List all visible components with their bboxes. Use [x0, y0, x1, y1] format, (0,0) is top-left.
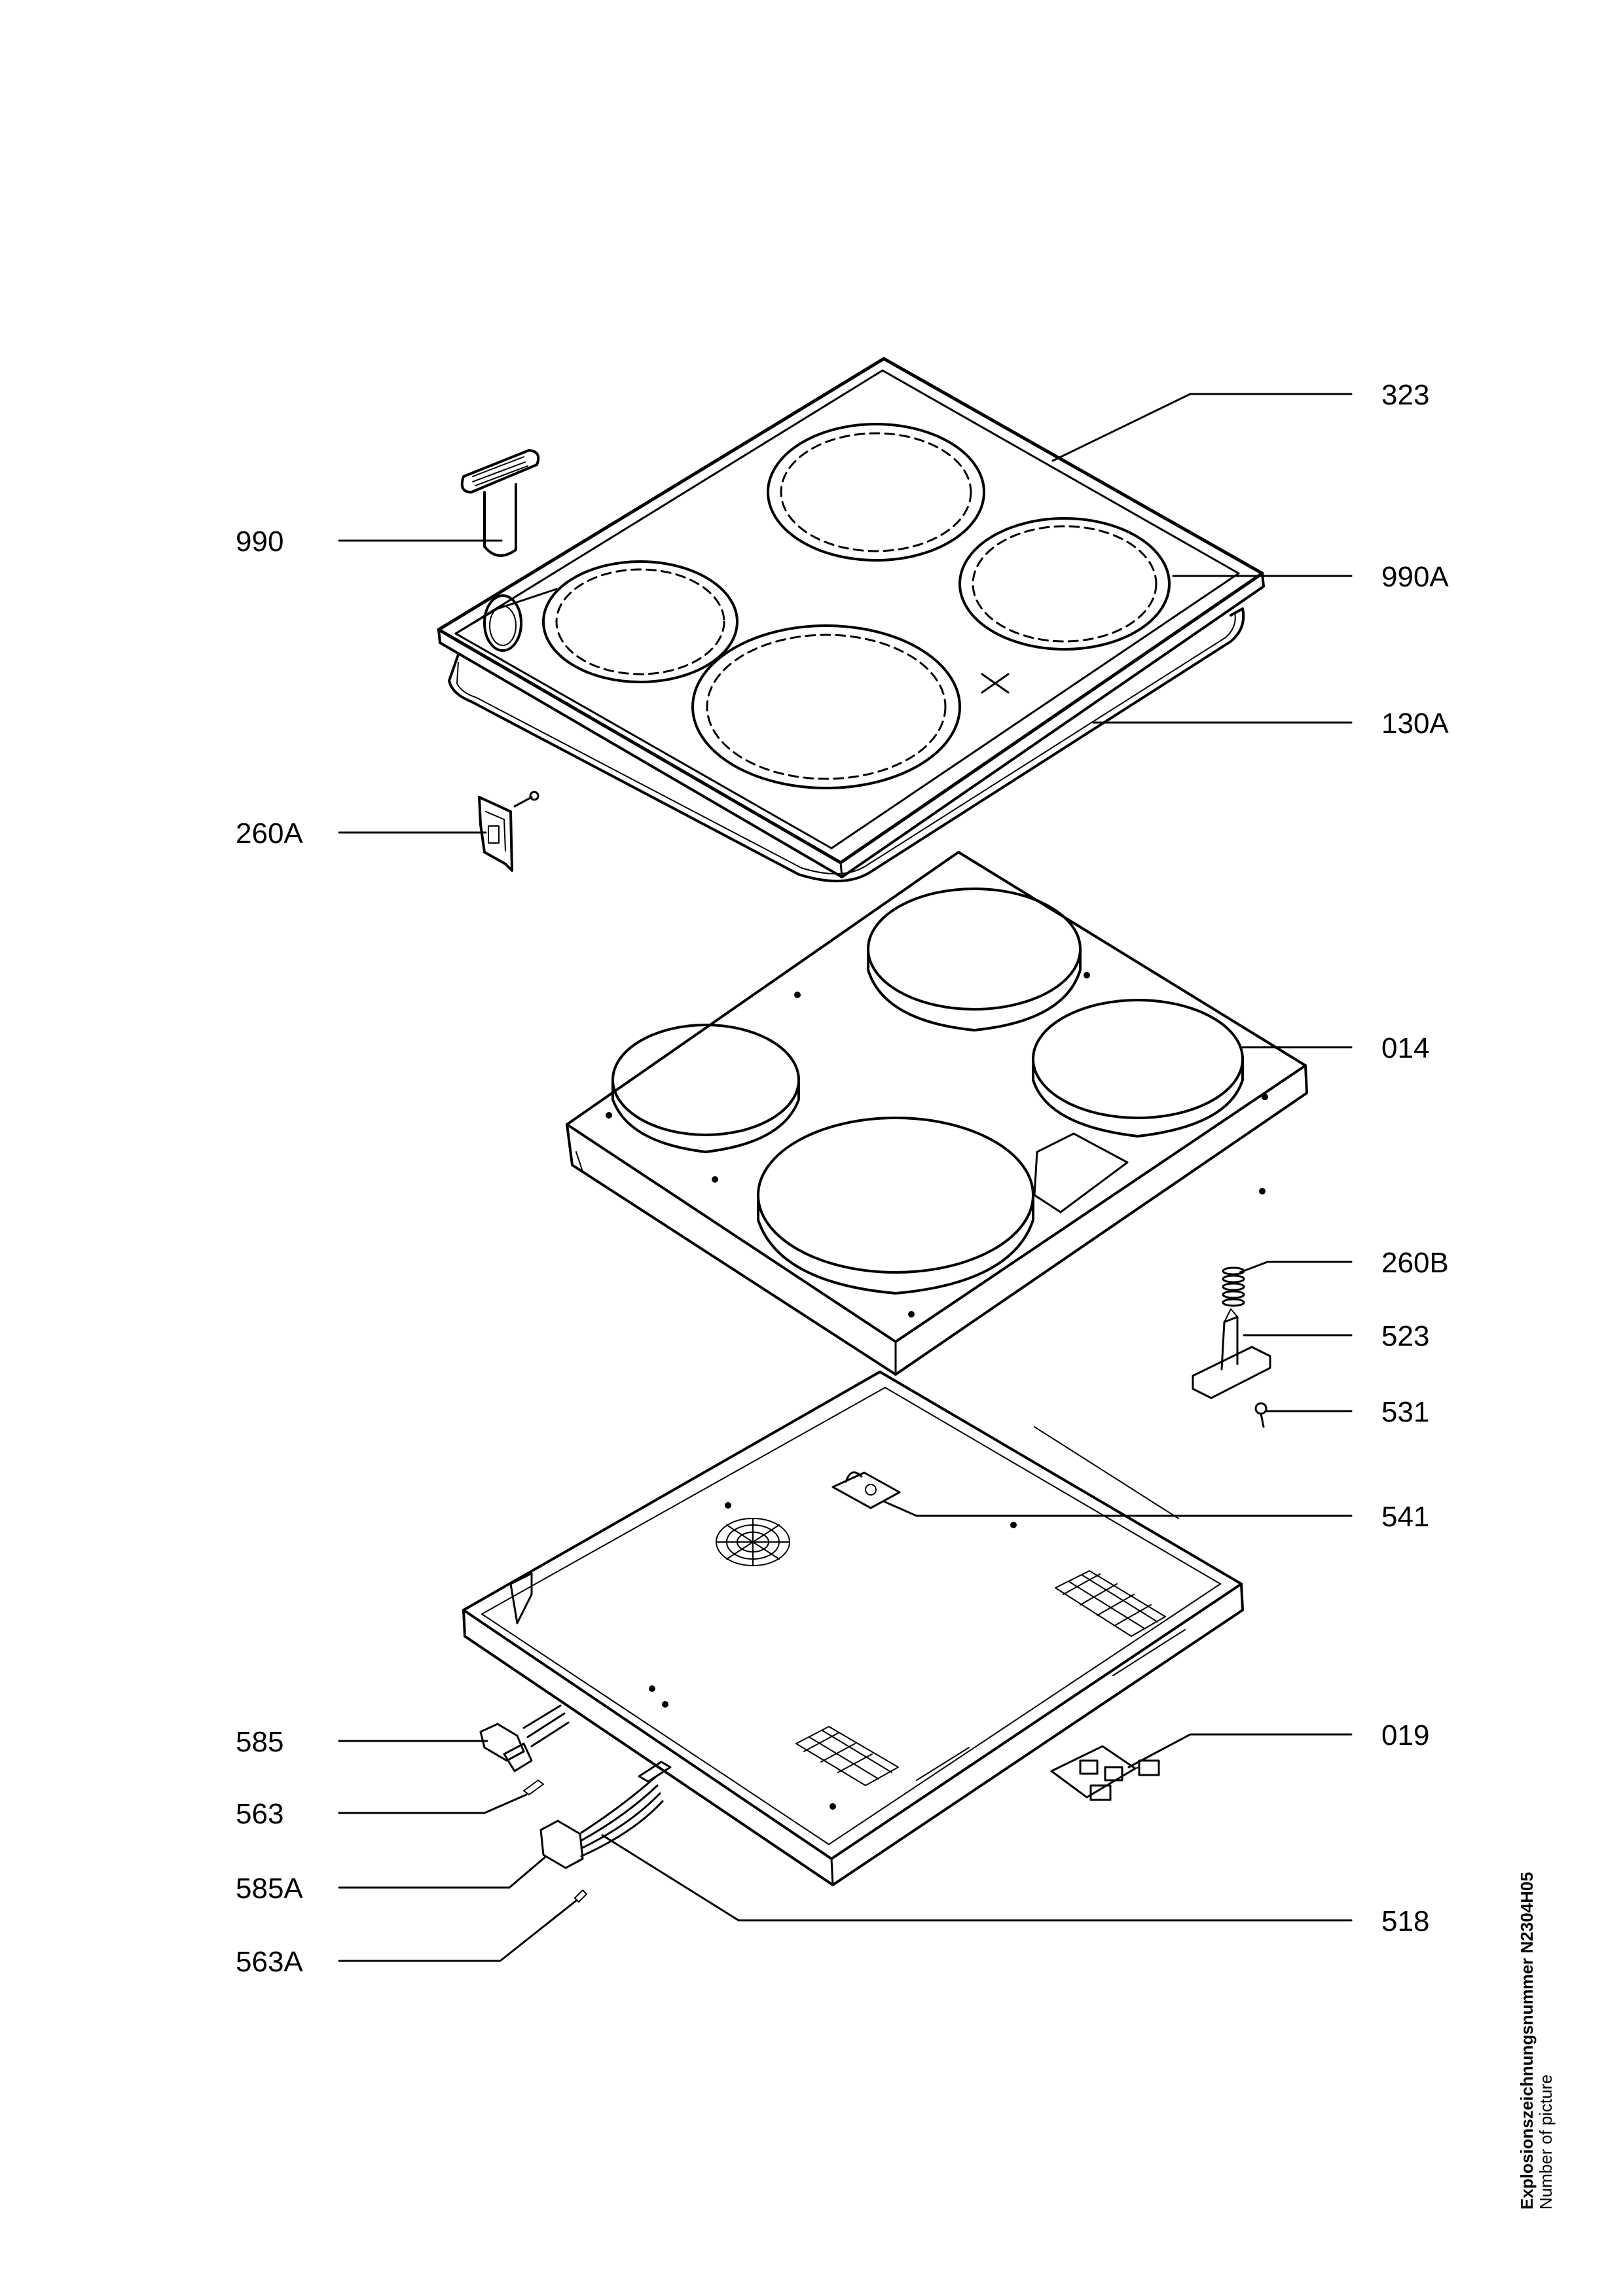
heating-plate-014	[566, 851, 1308, 1376]
screw-531	[1254, 1402, 1267, 1428]
connector-585A	[539, 1820, 584, 1869]
label-523: 523	[1381, 1320, 1430, 1352]
spring-260B	[1222, 1266, 1245, 1307]
label-518: 518	[1381, 1905, 1430, 1937]
label-323: 323	[1381, 379, 1430, 411]
label-990A: 990A	[1381, 561, 1449, 593]
label-585: 585	[236, 1726, 284, 1758]
label-014: 014	[1381, 1032, 1430, 1064]
cable-harness-518	[580, 1761, 672, 1857]
leader-019	[1127, 1733, 1353, 1768]
label-130A: 130A	[1381, 708, 1449, 740]
mounting-bracket-260A	[478, 791, 539, 872]
connector-585	[479, 1704, 570, 1772]
leader-541	[883, 1500, 1353, 1517]
picture-caption: Number of picture	[1535, 2074, 1556, 2210]
leader-518	[601, 1834, 1353, 1922]
leader-323	[1051, 393, 1353, 462]
leader-585A	[338, 1856, 546, 1889]
label-990: 990	[236, 526, 284, 558]
label-260B: 260B	[1381, 1247, 1449, 1279]
control-knob-990	[460, 449, 540, 557]
control-board-019	[1050, 1745, 1160, 1801]
picture-number-block: Explosionszeichnungsnummer N2304H05 Numb…	[1517, 1872, 1556, 2210]
label-585A: 585A	[236, 1873, 303, 1905]
terminal-563	[523, 1780, 544, 1795]
label-563: 563	[236, 1798, 284, 1830]
picture-number: Explosionszeichnungsnummer N2304H05	[1517, 1872, 1537, 2210]
label-531: 531	[1381, 1396, 1430, 1428]
clamp-523	[1192, 1308, 1271, 1399]
limiter-541	[831, 1471, 901, 1509]
label-541: 541	[1381, 1501, 1430, 1533]
base-tray	[462, 1371, 1244, 1886]
glass-cooktop-323	[437, 357, 1265, 878]
leader-563	[338, 1793, 528, 1814]
terminal-563A	[574, 1890, 587, 1903]
label-019: 019	[1381, 1719, 1430, 1751]
leader-260B	[1239, 1261, 1353, 1274]
label-563A: 563A	[236, 1946, 303, 1978]
label-260A: 260A	[236, 817, 303, 850]
leader-lines	[338, 393, 1353, 1962]
gasket-seal-130A	[448, 607, 1245, 883]
leader-563A	[338, 1899, 577, 1962]
